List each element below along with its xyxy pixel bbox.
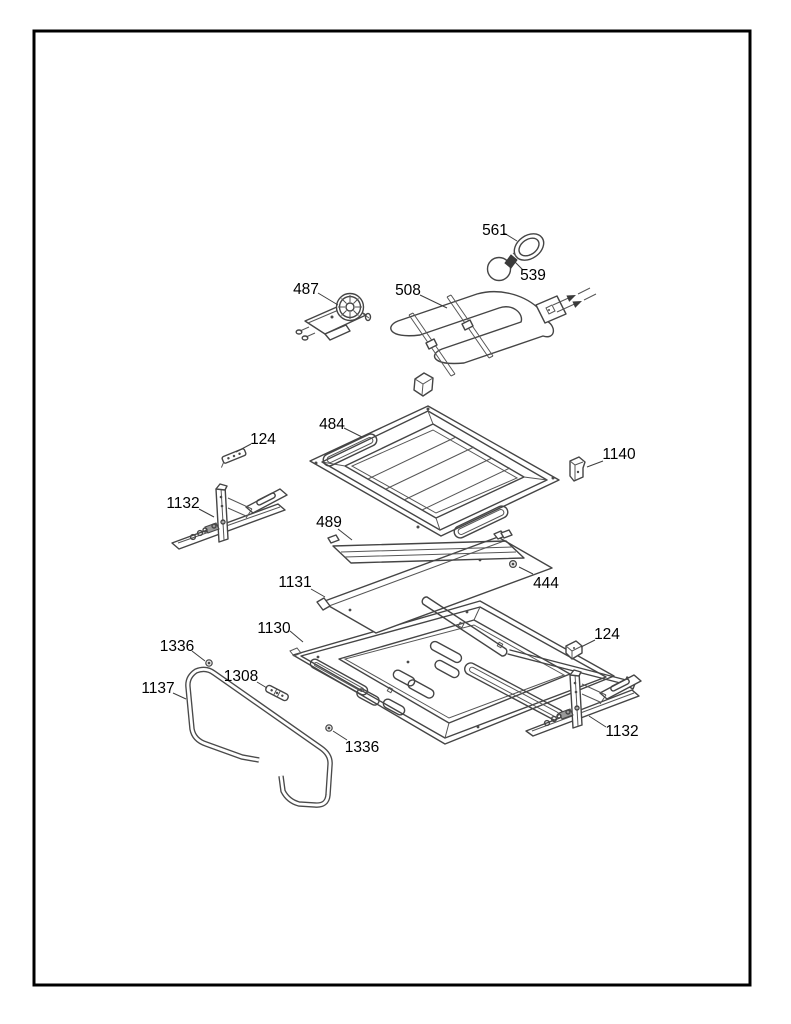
part-508-broil-element [390,287,597,377]
part-1132-door-hinge-right [525,669,642,737]
callout-489: 489 [316,514,342,531]
callout-444: 444 [533,575,559,592]
part-487-convection-fan-motor [295,292,372,341]
callout-1336-upper: 1336 [160,638,194,655]
part-124-clip-right [565,640,583,660]
part-1130-vented-base-panel [289,600,637,745]
arrow-icon [566,295,576,302]
page-border [32,29,752,987]
callout-124-left: 124 [250,431,276,448]
part-1336-screw-lower [325,724,333,732]
callout-561: 561 [482,222,508,239]
arrow-icon [572,301,582,308]
part-1140-mounting-bracket [569,456,586,482]
part-484-oven-top-panel [309,405,560,539]
callout-484: 484 [319,416,345,433]
callout-1130: 1130 [257,620,291,637]
callout-124-right: 124 [594,626,620,643]
part-holddown-bracket [413,372,434,397]
part-1308-retainer-clip [265,684,289,702]
callout-labels: 561 539 487 508 484 1140 124 1132 489 44… [141,222,638,756]
callout-1140: 1140 [602,446,636,463]
part-124-clip-left [220,448,247,468]
part-1132-door-hinge-left [171,483,288,550]
callout-1132-right: 1132 [605,723,638,740]
callout-1131: 1131 [278,574,311,591]
part-1137-door-gasket [185,666,333,808]
part-489-support-frame [327,529,525,564]
part-539-oven-lamp-bulb [486,252,518,282]
callout-508: 508 [395,282,421,299]
callout-1308: 1308 [224,668,258,685]
part-1336-screw-upper [205,659,213,667]
callout-1132-left: 1132 [166,495,199,512]
part-444-screw [509,559,518,568]
callout-539: 539 [520,267,546,284]
callout-1336-lower: 1336 [345,739,379,756]
leader-lines [172,232,607,741]
callout-1137: 1137 [141,680,174,697]
callout-487: 487 [293,281,319,298]
part-1131-heat-shield-panel [316,530,553,657]
